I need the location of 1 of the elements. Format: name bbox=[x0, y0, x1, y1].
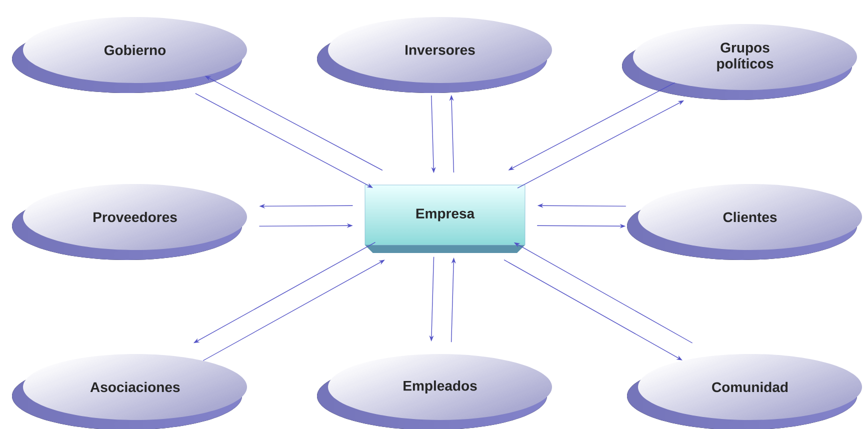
company-block: Empresa bbox=[364, 184, 526, 253]
